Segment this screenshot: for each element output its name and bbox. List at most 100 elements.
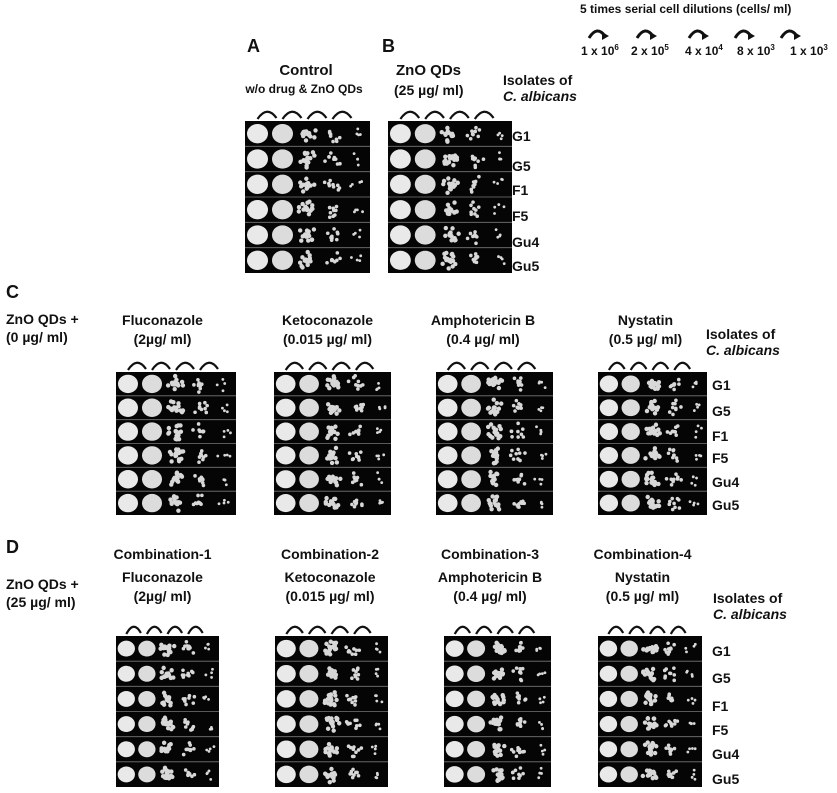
colony-dot — [498, 377, 503, 383]
colony-dot — [517, 647, 521, 652]
colony-dot — [672, 678, 677, 683]
dilution-arc-icon — [651, 361, 670, 371]
colony-dot — [349, 184, 353, 188]
colony-dot — [690, 697, 694, 700]
colony-dot — [331, 702, 337, 707]
colony-dot — [668, 697, 673, 701]
colony-dot — [376, 431, 379, 435]
colony-dot — [350, 700, 354, 705]
colony-dot — [197, 390, 201, 394]
colony-dot — [165, 383, 171, 388]
colony-dot — [203, 400, 207, 405]
colony-dot — [351, 767, 355, 772]
colony-dot — [380, 700, 384, 704]
colony-dot — [206, 771, 209, 775]
colony-dot — [469, 253, 473, 258]
colony-dot — [653, 643, 659, 649]
colony-dot — [383, 406, 387, 410]
colony-dot — [175, 501, 180, 507]
colony-dot — [173, 453, 179, 458]
colony-dot — [685, 670, 689, 674]
colony-dot — [477, 174, 481, 179]
colony-dot — [694, 430, 698, 434]
dilution-arc-icon — [307, 625, 327, 635]
dilution-arc-icon — [669, 625, 687, 635]
colony-dot — [439, 130, 444, 135]
dilution-arc-icon — [330, 625, 350, 635]
colony-dot — [488, 422, 494, 427]
colony-dot — [649, 452, 654, 458]
colony-dot — [302, 150, 308, 156]
colony-dot — [537, 776, 541, 780]
colony-dot — [359, 402, 363, 407]
colony-dot — [474, 208, 478, 212]
colony-dot — [444, 250, 449, 256]
colony-dot — [653, 422, 659, 427]
colony-dot — [358, 723, 362, 728]
colony-dot — [360, 503, 364, 508]
colony-dot — [508, 453, 513, 458]
colony-dot — [690, 481, 694, 485]
colony-dot — [170, 724, 176, 730]
colony-dot — [543, 386, 547, 390]
colony-dot — [328, 499, 334, 504]
colony-dot — [541, 700, 545, 704]
colony-dot — [692, 768, 696, 772]
colony-dot — [654, 407, 660, 412]
colony-spot — [299, 374, 319, 393]
colony-dot — [333, 480, 339, 485]
colony-dot — [443, 132, 448, 138]
colony-spot — [414, 250, 436, 270]
colony-dot — [539, 428, 543, 432]
colony-dot — [512, 478, 516, 482]
dilution-arcs — [284, 361, 375, 371]
colony-spot — [299, 740, 319, 758]
colony-dot — [356, 387, 360, 391]
colony-dot — [328, 410, 334, 416]
colony-dot — [486, 380, 491, 385]
dilution-title: 5 times serial cell dilutions (cells/ ml… — [580, 2, 792, 16]
colony-dot — [539, 409, 543, 413]
colony-dot — [449, 208, 454, 213]
colony-dot — [494, 767, 499, 772]
colony-dot — [174, 437, 179, 442]
colony-dot — [489, 506, 494, 512]
colony-dot — [211, 667, 214, 671]
isolate-label-gu5: Gu5 — [712, 771, 740, 787]
colony-dot — [334, 697, 339, 703]
colony-dot — [471, 257, 476, 262]
colony-dot — [191, 701, 196, 705]
dilution-label-4: 8 x 103 — [737, 43, 775, 58]
colony-dot — [199, 449, 204, 453]
colony-spot — [437, 470, 458, 489]
colony-dot — [498, 233, 502, 237]
colony-dot — [640, 773, 646, 779]
colony-dot — [468, 231, 473, 236]
colony-dot — [187, 696, 191, 700]
colony-dot — [675, 719, 680, 723]
colony-dot — [333, 693, 338, 698]
colony-dot — [691, 385, 695, 389]
colony-dot — [510, 435, 514, 439]
colony-spot — [276, 690, 296, 708]
colony-spot — [141, 398, 163, 417]
colony-dot — [377, 457, 381, 461]
colony-dot — [183, 699, 187, 703]
isolate-label-f5: F5 — [712, 450, 729, 466]
colony-dot — [224, 483, 228, 487]
colony-dot — [651, 649, 656, 655]
colony-dot — [440, 261, 445, 267]
colony-dot — [303, 138, 309, 143]
colony-dot — [521, 499, 525, 504]
colony-dot — [381, 500, 384, 504]
colony-spot — [117, 493, 139, 513]
colony-dot — [445, 256, 450, 262]
colony-dot — [672, 673, 677, 677]
colony-dot — [193, 410, 197, 415]
colony-dot — [679, 405, 683, 409]
dilution-arc-icon — [475, 625, 493, 635]
colony-dot — [176, 457, 182, 462]
colony-dot — [675, 459, 679, 463]
colony-dot — [495, 777, 501, 783]
colony-dot — [356, 383, 360, 388]
